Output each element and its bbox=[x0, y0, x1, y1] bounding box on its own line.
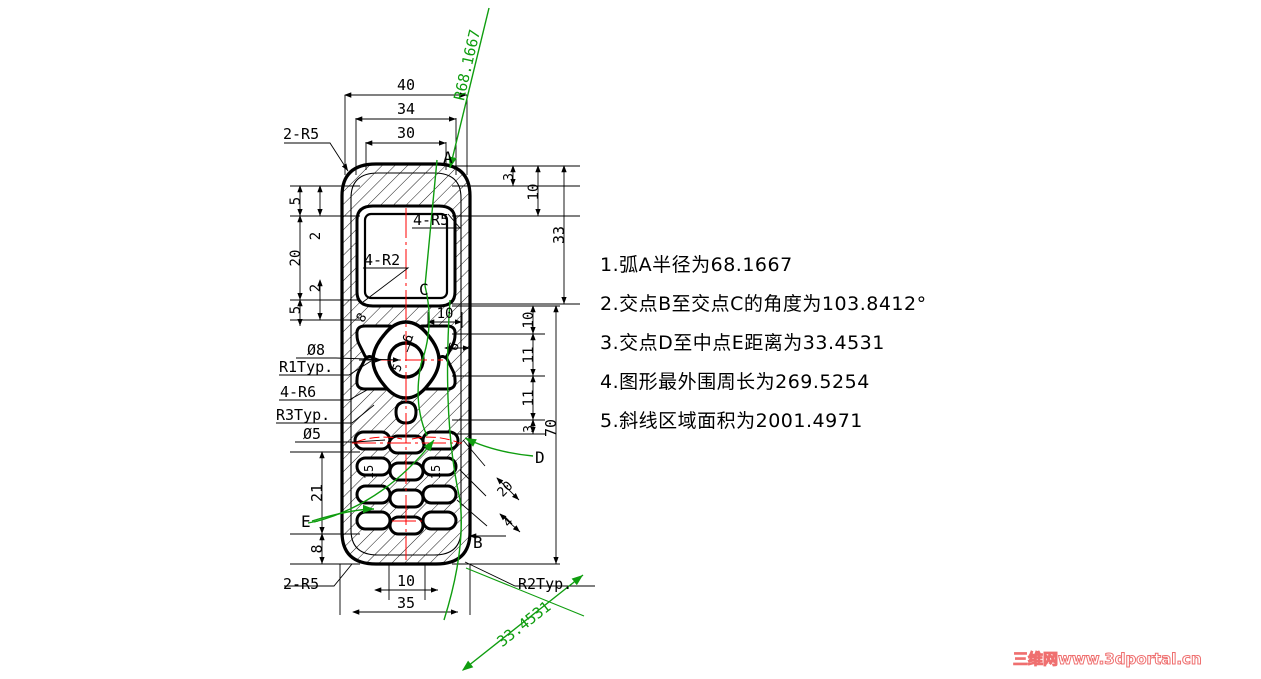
green-leader-e3 bbox=[313, 439, 435, 523]
keypad-key bbox=[421, 456, 458, 477]
dim-line-rot4 bbox=[499, 513, 521, 533]
dim-text-8-left: 8 bbox=[308, 544, 326, 553]
dim-text-35: 35 bbox=[397, 594, 415, 612]
red-arc-right bbox=[411, 436, 458, 443]
dim-text-33: 33 bbox=[550, 226, 568, 244]
label-4r5: 4-R5 bbox=[413, 211, 449, 229]
point-label-c: C bbox=[419, 280, 429, 299]
dim-text-2-bottom: 2 bbox=[308, 284, 324, 292]
label-4r2: 4-R2 bbox=[364, 251, 400, 269]
dim-line-rot20 bbox=[496, 477, 520, 501]
dim-text-30: 30 bbox=[397, 124, 415, 142]
leader-r1typ bbox=[279, 360, 372, 376]
dim-text-key-15a: 15 bbox=[362, 465, 376, 479]
note-item-1: 1.弧A半径为68.1667 bbox=[600, 254, 793, 276]
note-item-4: 4.图形最外围周长为269.5254 bbox=[600, 371, 870, 393]
green-label-r68: R68.1667 bbox=[450, 28, 484, 102]
point-label-e: E bbox=[301, 512, 311, 531]
label-d8: Ø8 bbox=[307, 341, 325, 359]
label-2r5-top: 2-R5 bbox=[283, 125, 319, 143]
label-r3typ: R3Typ. bbox=[276, 406, 330, 424]
point-label-d: D bbox=[535, 448, 545, 467]
red-arc-left bbox=[355, 436, 403, 443]
label-r2typ: R2Typ. bbox=[518, 575, 572, 593]
green-extension-33 bbox=[465, 567, 585, 617]
dim-text-20: 20 bbox=[288, 250, 304, 267]
dim-text-70: 70 bbox=[542, 419, 560, 437]
dim-text-10-mid: 10 bbox=[521, 312, 537, 329]
keypad-key bbox=[421, 510, 458, 531]
green-leader-e2 bbox=[311, 504, 375, 522]
point-label-a: A bbox=[443, 148, 453, 167]
inner-dim-10 bbox=[427, 312, 463, 328]
dim-text-inner6a: 6 bbox=[400, 333, 417, 345]
dim-text-34: 34 bbox=[397, 100, 415, 118]
label-4r6: 4-R6 bbox=[280, 383, 316, 401]
green-label-33-4531: 33.4531 bbox=[493, 598, 554, 651]
leader-4r6 bbox=[279, 389, 368, 401]
green-leader-b-long bbox=[443, 299, 462, 621]
dim-text-10-top: 10 bbox=[526, 184, 542, 201]
dim-text-11-b: 11 bbox=[521, 390, 537, 407]
leader-angled-c bbox=[456, 499, 488, 527]
right-dimension-group bbox=[450, 165, 580, 565]
dim-text-inner8: 8 bbox=[354, 310, 371, 325]
green-distance-line-33 bbox=[461, 574, 584, 671]
center-small-key bbox=[394, 400, 418, 425]
centerlines bbox=[352, 208, 462, 560]
label-r1typ: R1Typ. bbox=[279, 358, 333, 376]
note-item-2: 2.交点B至交点C的角度为103.8412° bbox=[600, 293, 927, 315]
dim-text-rot4: 4 bbox=[500, 514, 516, 530]
dim-text-40: 40 bbox=[397, 76, 415, 94]
dim-text-21: 21 bbox=[308, 484, 326, 502]
dim-text-rot20: 20 bbox=[495, 479, 517, 501]
green-annotation-geometry bbox=[307, 7, 585, 671]
green-leader-a-to-c bbox=[424, 159, 438, 287]
notes-list: 1.弧A半径为68.1667 2.交点B至交点C的角度为103.8412° 3.… bbox=[600, 256, 1020, 451]
leader-inner-6 bbox=[406, 335, 414, 353]
dim-text-key-15b: 15 bbox=[429, 465, 443, 479]
dim-text-5-bottom: 5 bbox=[288, 306, 304, 314]
dim-text-5-top: 5 bbox=[288, 197, 304, 205]
leader-2r5-top bbox=[284, 142, 349, 172]
keypad-key bbox=[421, 484, 458, 505]
leader-angled-b bbox=[459, 469, 487, 497]
dim-text-11-a: 11 bbox=[521, 347, 537, 364]
note-item-3: 3.交点D至中点E距离为33.4531 bbox=[600, 332, 885, 354]
leader-4r2 bbox=[362, 267, 410, 303]
dim-text-3-mid: 3 bbox=[522, 425, 537, 433]
phone-outer-outline bbox=[340, 162, 472, 566]
green-radius-line-a bbox=[448, 7, 490, 169]
leader-4r5 bbox=[412, 213, 461, 229]
dim-text-2-top: 2 bbox=[308, 232, 324, 240]
left-dimension-group bbox=[290, 185, 360, 565]
dim-text-inner5: 5 bbox=[389, 362, 405, 374]
green-leader-c-curve bbox=[417, 285, 430, 437]
label-2r5-bottom: 2-R5 bbox=[283, 575, 319, 593]
dim-text-10-bottom: 10 bbox=[397, 572, 415, 590]
dim-text-inner10: 10 bbox=[437, 306, 454, 322]
leader-lines bbox=[276, 142, 595, 587]
point-label-b: B bbox=[473, 533, 483, 552]
label-d5: Ø5 bbox=[303, 425, 321, 443]
leader-2r5-bottom bbox=[284, 563, 353, 587]
site-watermark: 三维网www.3dportal.cn bbox=[1013, 650, 1203, 669]
green-leader-d bbox=[464, 437, 534, 457]
leader-r3typ bbox=[276, 404, 375, 424]
navigation-cluster bbox=[355, 320, 457, 425]
dim-text-inner6b: 6 bbox=[446, 341, 463, 353]
dim-text-3-top: 3 bbox=[502, 173, 517, 181]
leader-d5 bbox=[295, 439, 386, 443]
note-item-5: 5.斜线区域面积为2001.4971 bbox=[600, 410, 863, 432]
